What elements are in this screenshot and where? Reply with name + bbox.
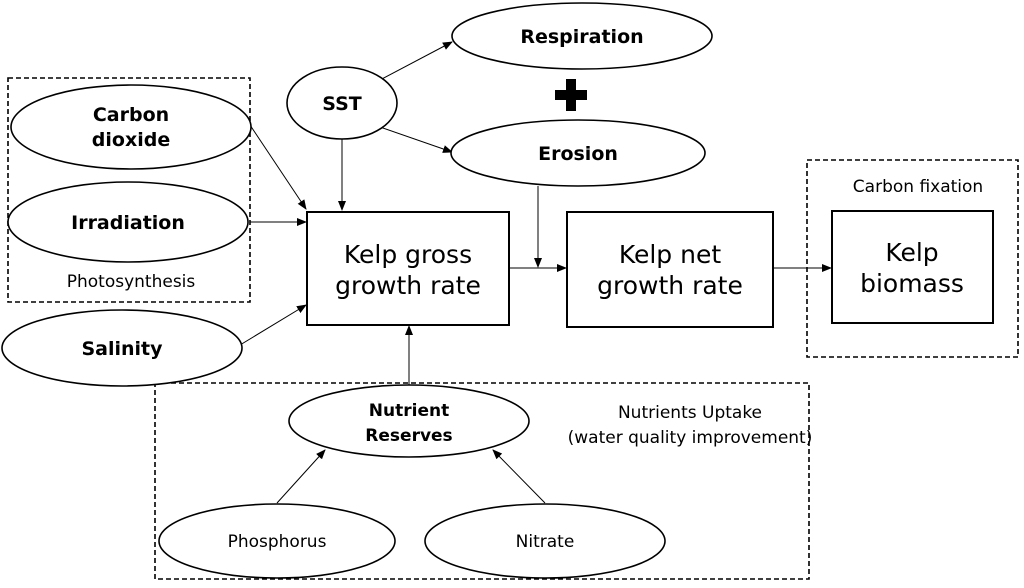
carbon-fixation-group xyxy=(806,159,1019,358)
carbon-dioxide-label-2: dioxide xyxy=(92,129,170,151)
node-nitrate: Nitrate xyxy=(424,503,666,579)
arrow-sst-to-erosion xyxy=(379,126,453,153)
node-phosphorus: Phosphorus xyxy=(158,503,396,579)
sst-label: SST xyxy=(322,93,362,115)
node-kelp-biomass: Kelp biomass xyxy=(831,210,994,324)
salinity-label: Salinity xyxy=(81,338,163,360)
photosynthesis-group xyxy=(7,77,251,303)
node-carbon-dioxide: Carbon dioxide xyxy=(10,84,252,170)
carbon-fixation-label: Carbon fixation xyxy=(853,177,983,197)
arrow-nitrate-to-reserves xyxy=(492,449,546,504)
net-label-2: growth rate xyxy=(597,271,743,300)
node-kelp-gross-growth: Kelp gross growth rate xyxy=(306,211,510,326)
node-nutrient-reserves: Nutrient Reserves xyxy=(288,384,530,458)
arrow-salinity-to-gross xyxy=(239,304,307,346)
photosynthesis-label: Photosynthesis xyxy=(67,272,196,292)
node-salinity: Salinity xyxy=(1,309,243,387)
carbon-dioxide-label-1: Carbon xyxy=(93,104,169,126)
phosphorus-label: Phosphorus xyxy=(228,532,327,552)
gross-label-1: Kelp gross xyxy=(344,240,472,269)
erosion-label: Erosion xyxy=(538,143,618,165)
arrow-sst-to-respiration xyxy=(379,41,453,81)
irradiation-label: Irradiation xyxy=(71,212,185,234)
nitrate-label: Nitrate xyxy=(516,532,575,552)
net-label-1: Kelp net xyxy=(619,240,722,269)
node-kelp-net-growth: Kelp net growth rate xyxy=(566,211,774,328)
node-respiration: Respiration xyxy=(451,2,713,70)
reserves-label-2: Reserves xyxy=(365,426,452,446)
biomass-label-1: Kelp xyxy=(885,238,938,267)
arrow-phosphorus-to-reserves xyxy=(276,449,326,504)
arrow-co2-to-gross xyxy=(249,124,307,210)
nutrients-uptake-group xyxy=(154,382,810,580)
nutrients-uptake-label: Nutrients Uptake xyxy=(618,403,762,423)
biomass-label-2: biomass xyxy=(860,269,964,298)
node-sst: SST xyxy=(286,66,398,140)
node-erosion: Erosion xyxy=(450,119,706,187)
reserves-label-1: Nutrient xyxy=(369,401,449,421)
respiration-label: Respiration xyxy=(520,26,643,48)
gross-label-2: growth rate xyxy=(335,271,481,300)
arrows xyxy=(239,41,832,504)
node-irradiation: Irradiation xyxy=(7,181,249,263)
water-quality-label: (water quality improvement) xyxy=(568,428,813,448)
plus-icon xyxy=(555,79,587,111)
